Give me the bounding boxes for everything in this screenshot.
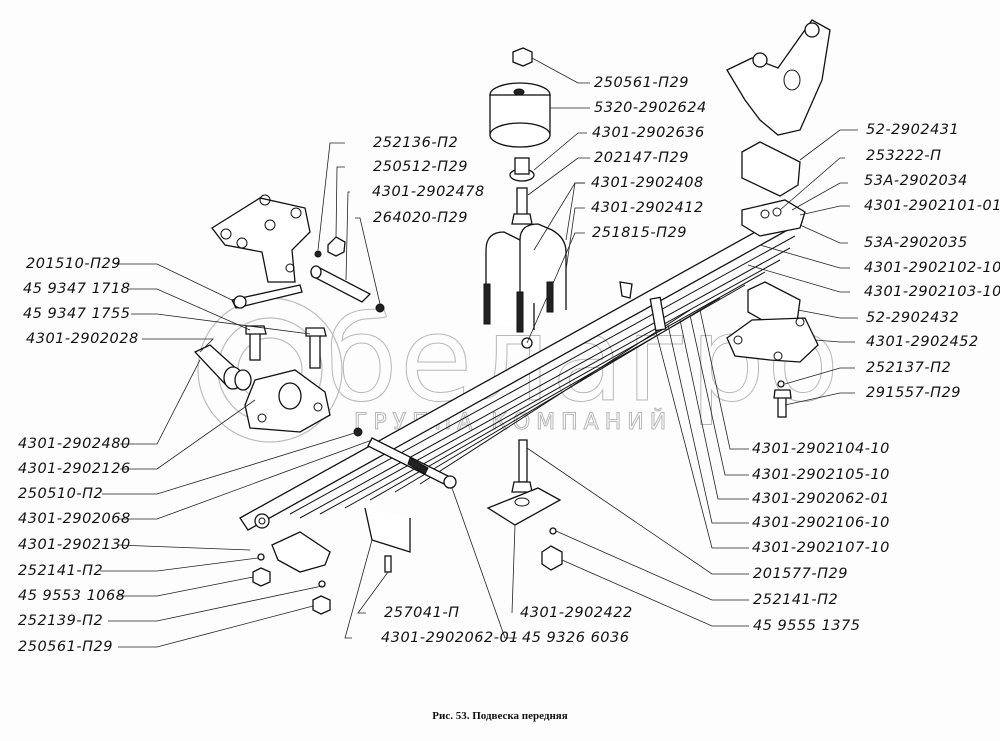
left-bolts [231, 284, 327, 369]
part-label: 4301-2902062-01 [381, 630, 519, 646]
part-label: 52-2902431 [866, 122, 960, 138]
rear-bracket [211, 194, 311, 283]
part-label: 252137-П2 [866, 360, 952, 376]
part-label: 45 9326 6036 [522, 630, 630, 646]
part-label: 4301-2902062-01 [752, 491, 890, 507]
pads [726, 141, 819, 418]
part-label: 4301-2902104-10 [752, 441, 890, 457]
part-label: 251815-П29 [592, 225, 687, 241]
part-label: 45 9553 1068 [18, 588, 126, 604]
front-frame-bracket [726, 19, 831, 136]
bottom-fasteners [252, 427, 563, 615]
part-label: 4301-2902107-10 [752, 540, 890, 556]
part-label: 4301-2902028 [26, 331, 139, 347]
part-label: 252139-П2 [18, 613, 104, 629]
part-label: 253222-П [866, 148, 942, 164]
part-label: 250512-П29 [373, 159, 468, 175]
part-label: 4301-2902068 [18, 511, 131, 527]
part-label: 250561-П29 [594, 75, 689, 91]
part-label: 4301-2902408 [591, 175, 704, 191]
part-label: 4301-2902478 [372, 184, 485, 200]
part-label: 252141-П2 [18, 563, 104, 579]
part-label: 53А-2902034 [864, 173, 968, 189]
rubber-buffer-group [489, 47, 551, 225]
part-label: 257041-П [384, 605, 460, 621]
part-label: 4301-2902412 [591, 200, 704, 216]
part-label: 4301-2902130 [18, 537, 131, 553]
part-label: 5320-2902624 [594, 100, 707, 116]
part-label: 4301-2902422 [520, 605, 633, 621]
part-label: 4301-2902105-10 [752, 467, 890, 483]
part-label: 4301-2902126 [18, 461, 131, 477]
part-label: 4301-2902101-01 [864, 198, 1000, 214]
part-label: 4301-2902106-10 [752, 515, 890, 531]
part-label: 250561-П29 [18, 639, 113, 655]
part-label: 4301-2902452 [866, 334, 979, 350]
part-label: 45 9347 1718 [23, 281, 131, 297]
part-label: 53А-2902035 [864, 235, 968, 251]
shackle-housing [193, 344, 331, 433]
part-label: 201510-П29 [26, 256, 121, 272]
part-label: 202147-П29 [594, 150, 689, 166]
part-label: 252136-П2 [373, 135, 459, 151]
part-label: 45 9347 1755 [23, 306, 131, 322]
part-label: 250510-П2 [18, 486, 104, 502]
part-label: 4301-2902103-10 [864, 284, 1000, 300]
part-label: 291557-П29 [866, 385, 961, 401]
part-label: 4301-2902102-10 [864, 260, 1000, 276]
spring-pin [310, 236, 385, 313]
part-label: 264020-П29 [373, 210, 468, 226]
leader-lines [100, 57, 858, 648]
part-label: 45 9555 1375 [753, 618, 861, 634]
part-label: 52-2902432 [866, 310, 960, 326]
figure-caption: Рис. 53. Подвеска передняя [432, 710, 568, 722]
part-label: 4301-2902480 [18, 436, 131, 452]
part-label: 252141-П2 [753, 592, 839, 608]
u-bolts [483, 223, 567, 349]
part-label: 201577-П29 [753, 566, 848, 582]
part-label: 4301-2902636 [592, 125, 705, 141]
